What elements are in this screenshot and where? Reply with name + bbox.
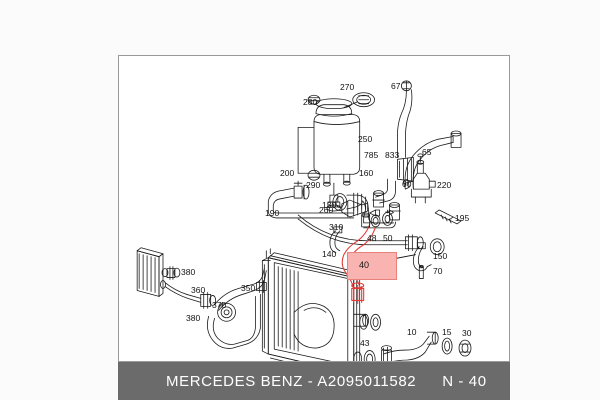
part-70 (412, 242, 432, 272)
callout-70: 70 (433, 266, 443, 276)
callout-50: 50 (383, 233, 393, 243)
callout-15: 15 (442, 327, 452, 337)
callout-290: 290 (306, 180, 321, 190)
callout-10: 10 (407, 327, 417, 337)
callout-160: 160 (359, 168, 374, 178)
callout-250: 250 (358, 134, 373, 144)
callout-195: 195 (455, 213, 470, 223)
parts-diagram-svg (136, 80, 472, 361)
callout-200: 200 (280, 168, 295, 178)
callout-280: 280 (303, 97, 318, 107)
callout-785: 785 (364, 150, 379, 160)
callout-360: 360 (191, 285, 206, 295)
callout-43: 43 (360, 338, 370, 348)
title-block-footer: MERCEDES BENZ - A2095011582 N - 40 (118, 362, 510, 400)
callout-380-top: 380 (181, 267, 196, 277)
valve-220-group (403, 153, 436, 204)
callout-220: 220 (437, 180, 452, 190)
oil-cooler-group (136, 247, 271, 349)
highlight-box-40 (347, 252, 397, 280)
highlight-label-40: 40 (359, 260, 370, 270)
parts-48-50 (361, 209, 393, 228)
callout-140: 140 (322, 249, 337, 259)
callout-65: 65 (422, 147, 432, 157)
seal-rings (353, 313, 381, 361)
callout-270: 270 (340, 82, 355, 92)
callout-60: 60 (402, 179, 412, 189)
callout-260: 260 (319, 205, 334, 215)
callout-310: 310 (329, 222, 344, 232)
hose-190-group (267, 180, 355, 219)
callout-833: 833 (385, 150, 400, 160)
sheet-number: N - 40 (442, 372, 487, 390)
callout-30: 30 (462, 328, 472, 338)
part-140 (329, 226, 343, 254)
callout-370: 370 (212, 300, 227, 310)
brand-part-number: MERCEDES BENZ - A2095011582 (166, 372, 417, 390)
callout-130: 130 (322, 200, 337, 210)
hose-10-group (381, 331, 472, 361)
part-310 (341, 199, 369, 218)
callout-48: 48 (367, 233, 377, 243)
callout-190: 190 (265, 208, 280, 218)
diagram-sheet: 40 270 280 250 290 260 200 160 785 833 6… (118, 55, 510, 399)
callout-150: 150 (433, 251, 448, 261)
callout-380-bottom: 380 (186, 313, 201, 323)
expansion-tank-group (297, 92, 375, 212)
callout-350: 350 (241, 283, 256, 293)
callout-67: 67 (391, 81, 401, 91)
